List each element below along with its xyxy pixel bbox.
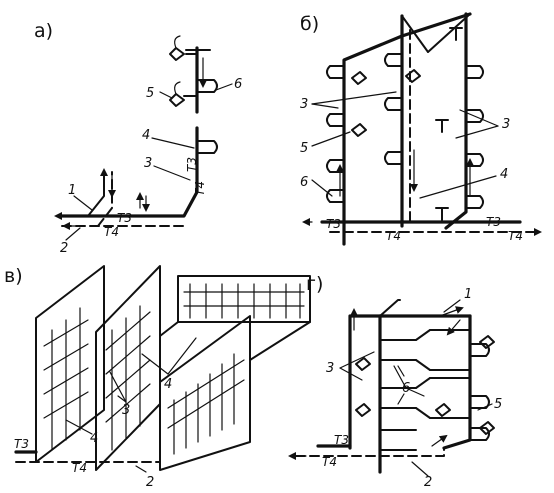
panel-d-callout-1: 1 — [464, 287, 472, 302]
panel-c-leaders — [65, 337, 197, 473]
panel-a-callout-4: 4 — [142, 128, 150, 143]
panel-c-tag-t4: Т4 — [72, 461, 87, 475]
panel-c-callout-4: 4 — [90, 431, 98, 446]
panel-d-letter: г) — [306, 273, 323, 295]
panel-c-callout-4b: 4 — [164, 377, 172, 392]
panel-b-callout-3b: 3 — [502, 117, 510, 132]
panel-d-leaders — [339, 299, 493, 477]
panel-c: в) — [4, 265, 311, 490]
panel-d-callout-5: 5 — [494, 397, 502, 412]
panel-a-tag-t3-riser: Т3 — [185, 157, 199, 172]
panel-b-risers — [336, 12, 474, 246]
panel-a-callout-5: 5 — [146, 86, 154, 101]
panel-a-callout-2: 2 — [60, 241, 68, 256]
panel-d-tag-t4: Т4 — [322, 455, 337, 469]
panel-d: г) — [288, 273, 502, 490]
panel-b-callout-5: 5 — [300, 141, 308, 156]
panel-d-radiators — [355, 329, 495, 451]
panel-c-tag-t3: Т3 — [14, 437, 29, 451]
panel-d-risers — [348, 299, 472, 474]
panel-b-callout-3: 3 — [300, 97, 308, 112]
panel-a-tag-t4: Т4 — [104, 225, 119, 239]
panel-d-mains — [288, 434, 448, 460]
panel-a-mains — [54, 168, 184, 230]
panel-b-tag-t3-right: Т3 — [486, 215, 501, 229]
panel-d-callout-2: 2 — [424, 475, 432, 490]
panel-b: б) — [300, 12, 542, 246]
panel-a-callout-6: 6 — [234, 77, 242, 92]
panel-b-leaders — [311, 91, 499, 199]
panel-d-callout-6: 6 — [402, 381, 410, 396]
panel-d-callout-3: 3 — [326, 361, 334, 376]
panel-a-callout-1: 1 — [68, 183, 76, 198]
panel-d-tag-t3: Т3 — [334, 433, 349, 447]
panel-a-callout-3: 3 — [144, 156, 152, 171]
panel-a-letter: а) — [34, 20, 53, 42]
panel-b-callout-6: 6 — [300, 175, 308, 190]
panel-a-tag-t4-riser: Т4 — [193, 181, 207, 196]
panel-b-radiators — [326, 27, 484, 221]
panel-b-letter: б) — [300, 13, 319, 35]
panel-c-letter: в) — [4, 265, 23, 287]
panel-b-callout-4: 4 — [500, 167, 508, 182]
panel-c-callout-2: 2 — [146, 475, 154, 490]
panel-b-tag-t3: Т3 — [326, 217, 341, 231]
panel-a: а) — [34, 20, 242, 256]
panel-a-tag-t3: Т3 — [117, 211, 132, 225]
panel-b-tag-t4: Т4 — [386, 229, 401, 243]
panel-b-tag-t4-right: Т4 — [508, 229, 523, 243]
panel-c-main — [14, 450, 161, 471]
panel-a-leaders — [65, 83, 233, 241]
panel-a-radiators — [169, 35, 218, 154]
panel-b-mains — [302, 218, 542, 236]
panel-c-walls — [35, 265, 311, 471]
panel-c-radiator-rows — [43, 283, 305, 455]
panel-c-callout-3: 3 — [122, 403, 130, 418]
